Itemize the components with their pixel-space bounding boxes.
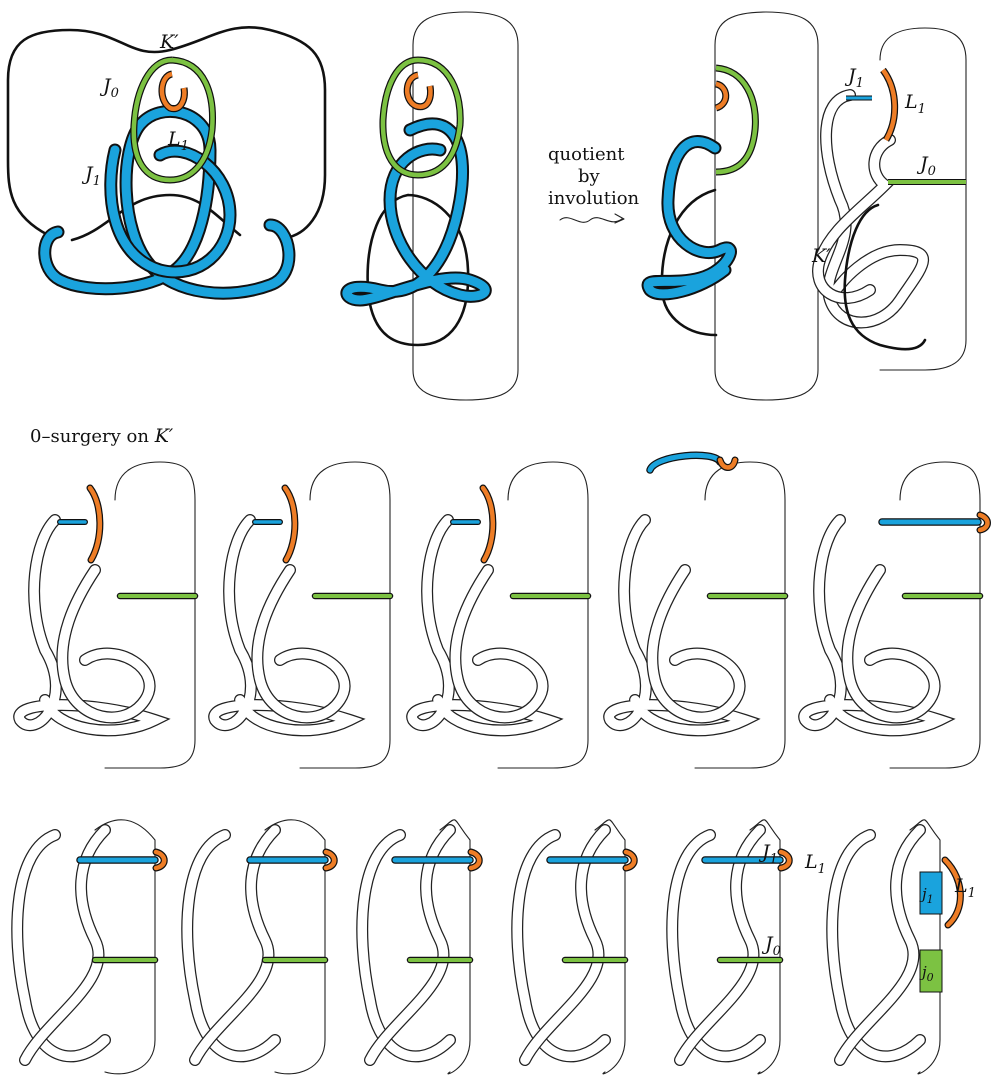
k-prime-curve [6,25,327,240]
label-j1: J1 [81,163,101,189]
label-j1-right: J1 [844,65,864,91]
row2-l1-4-core [717,457,738,470]
row3-l1-5-core [778,849,792,871]
quotient-caption: quotient by involution [548,144,640,224]
panel-3-quotient [641,11,819,401]
row3-tube-a-6-core [827,830,925,1062]
l1-panel3-core [715,81,728,111]
row3-l1-1-core [153,849,167,871]
label-l1: L1 [167,128,189,154]
j1-tube [38,104,296,300]
surgery-caption: 0–surgery on K′ [30,425,174,447]
row2-tube-a-1-core [14,515,168,736]
label-j0-right: J0 [916,153,936,179]
squiggle-arrowhead [614,213,625,224]
row2-tube-a-5-core [799,515,953,736]
row2-diagram-1 [13,461,199,769]
row3-tube-a-2-core [182,830,280,1062]
row2-cylinder-1 [104,461,196,769]
label-k-prime-right: K′ [811,245,831,267]
row2-diagram-5 [798,461,991,769]
box-j0-label: j0 [919,963,934,984]
row3-tube-a-4-core [512,830,610,1062]
label-l1-right: L1 [904,91,926,117]
bottom-label-j1: J1 [758,841,778,867]
row3-diagram-3 [356,819,483,1075]
panel-2-cylinder [340,11,519,401]
row3-l1-4-core [623,849,637,871]
row3-tube-a-5-core [667,830,765,1062]
row3-cylinder-5 [749,819,781,1075]
quotient-line-1: quotient [548,144,625,165]
box-j1 [919,871,943,915]
k-prime-panel4 [843,203,927,351]
panel-4-tubes: J1 L1 J0 K′ [811,27,967,371]
last-label-l1: L1 [954,875,976,901]
row2-tube-a-2-core [209,515,363,736]
l1-panel2-core [405,72,433,110]
quotient-line-3: involution [548,188,640,209]
bottom-label-l1: L1 [804,851,826,877]
row2-cylinder-2 [299,461,391,769]
box-j1-label: j1 [919,885,934,906]
panel-1-link: K′ J0 L1 J1 [6,25,327,300]
row2-tube-b-4-core [647,565,745,723]
cylinder4-outline [879,27,967,371]
row2-diagram-2 [208,461,394,769]
row-3 [11,819,964,1075]
row2-cylinder-4 [694,461,786,769]
j1-panel3-core [643,137,735,299]
l1-arc-panel4-core [881,68,897,142]
row2-l1-5-core [977,512,990,533]
row2-tube-b-3-core [450,565,548,723]
row2-tube-b-2-core [252,565,350,723]
row2-l1-1-core [87,485,103,563]
row3-cylinder-4 [594,819,626,1075]
row3-cylinder-2 [264,819,326,1075]
box-j0 [919,949,943,993]
bottom-label-j0: J0 [761,933,781,959]
l1-ring-core [159,71,187,111]
cylinder3-outline [714,11,819,401]
cylinder-outline [412,11,519,401]
row3-tube-b-6-core [835,825,925,1065]
k-prime-lower-arc [70,193,242,242]
row2-cylinder-5 [889,461,981,769]
row3-tube-a-3-core [357,830,455,1062]
row2-tube-b-1-core [57,565,155,723]
row2-tube-a-4-core [604,515,758,736]
label-j0: J0 [99,75,119,101]
row3-tube-a-1-core [12,830,110,1062]
row3-cylinder-3 [439,819,471,1075]
row2-tube-a-3-core [407,515,561,736]
squiggle-arrow [559,217,623,223]
j0-panel2-core [380,57,463,178]
row3-l1-6-core [942,857,963,928]
row2-l1-3-core [480,485,496,563]
j0-panel3-core [715,65,758,175]
row3-diagram-2 [181,819,338,1075]
row-2 [13,451,991,769]
row2-cylinder-3 [497,461,589,769]
tube4-b-core [813,135,895,303]
row3-diagram-5 [666,819,793,1075]
row3-cylinder-6 [909,819,941,1075]
row2-diagram-3 [406,461,592,769]
row3-cylinder-1 [94,819,156,1075]
j1-panel2-core [342,119,490,305]
quotient-line-2: by [578,166,601,187]
row3-diagram-6 [826,819,964,1075]
label-k-prime: K′ [159,31,179,53]
row2-diagram-4 [603,451,789,769]
row3-l1-3-core [468,849,482,871]
row2-l1-2-core [282,485,298,563]
row2-tube-b-5-core [842,565,940,723]
row3-l1-2-core [323,849,337,871]
row3-diagram-1 [11,819,168,1075]
row3-diagram-4 [511,819,638,1075]
j0-ring-core [131,57,215,183]
